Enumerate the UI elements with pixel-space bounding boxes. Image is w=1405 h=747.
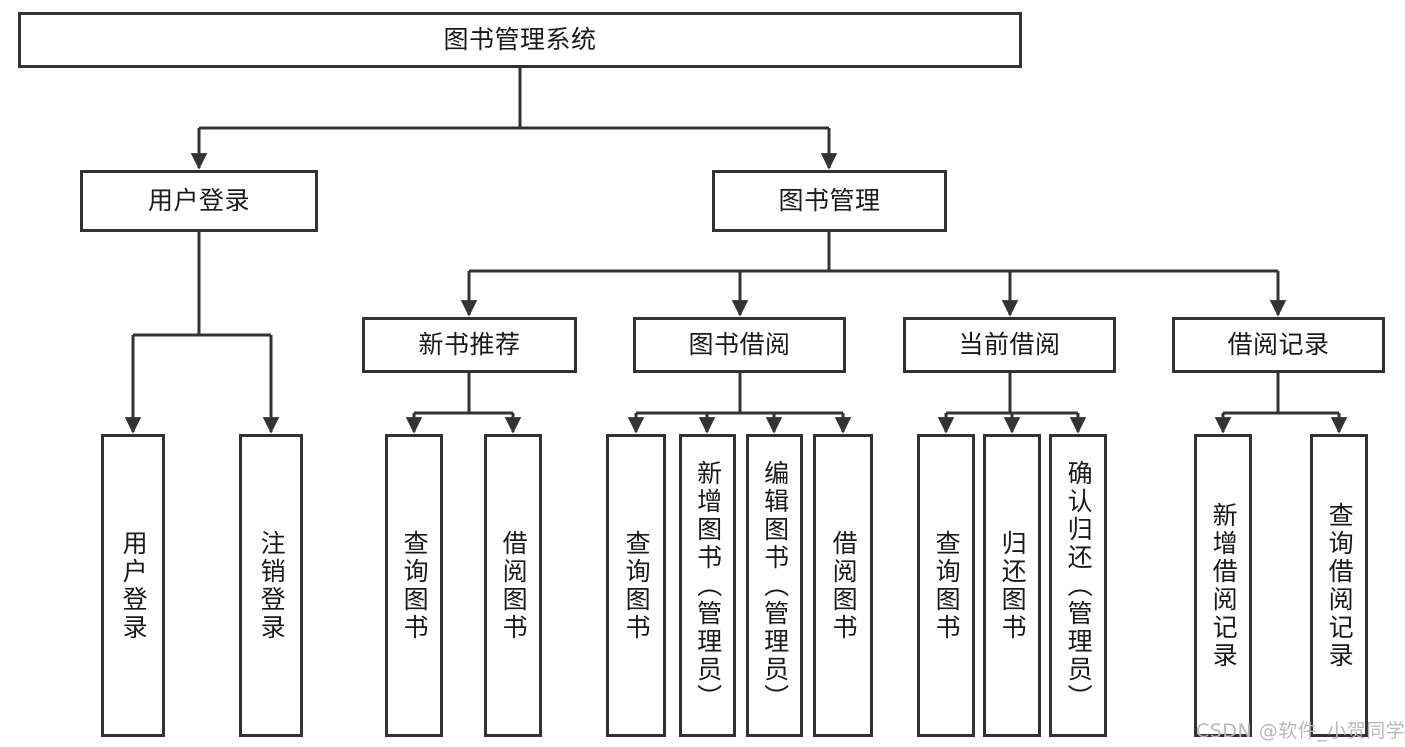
node-leaf-7[interactable]: 借阅图书 (813, 434, 873, 737)
node-leaf-2[interactable]: 查询图书 (385, 434, 443, 737)
node-leaf-1-label: 注销登录 (257, 529, 287, 642)
node-leaf-3-label: 借阅图书 (499, 529, 529, 642)
node-level3-1-label: 图书借阅 (688, 330, 791, 360)
node-leaf-11[interactable]: 新增借阅记录 (1194, 434, 1252, 737)
node-leaf-5-label: 新增图书（管理员） (693, 459, 723, 712)
node-root-label: 图书管理系统 (443, 25, 597, 55)
node-leaf-3[interactable]: 借阅图书 (484, 434, 542, 737)
node-leaf-7-label: 借阅图书 (829, 529, 859, 642)
node-level3-0-label: 新书推荐 (418, 330, 521, 360)
node-level3-1[interactable]: 图书借阅 (633, 317, 846, 373)
node-leaf-12[interactable]: 查询借阅记录 (1310, 434, 1368, 737)
node-leaf-8[interactable]: 查询图书 (917, 434, 975, 737)
node-level2-0-label: 用户登录 (147, 186, 250, 216)
node-level3-0[interactable]: 新书推荐 (362, 317, 577, 373)
node-leaf-9[interactable]: 归还图书 (983, 434, 1041, 737)
csdn-watermark: CSDN @软件_小贺同学 (1196, 720, 1405, 742)
node-leaf-2-label: 查询图书 (400, 529, 430, 642)
node-leaf-1[interactable]: 注销登录 (239, 434, 303, 737)
node-leaf-5[interactable]: 新增图书（管理员） (679, 434, 736, 737)
node-leaf-10-label: 确认归还（管理员） (1064, 459, 1094, 712)
node-leaf-9-label: 归还图书 (998, 529, 1028, 642)
node-level3-3-label: 借阅记录 (1227, 330, 1330, 360)
node-leaf-4[interactable]: 查询图书 (606, 434, 666, 737)
node-leaf-4-label: 查询图书 (622, 529, 652, 642)
node-level3-2[interactable]: 当前借阅 (903, 317, 1116, 373)
node-leaf-6[interactable]: 编辑图书（管理员） (746, 434, 803, 737)
node-leaf-8-label: 查询图书 (932, 529, 962, 642)
node-root[interactable]: 图书管理系统 (18, 12, 1022, 68)
node-leaf-11-label: 新增借阅记录 (1209, 501, 1239, 670)
node-leaf-12-label: 查询借阅记录 (1325, 501, 1355, 670)
node-leaf-0-label: 用户登录 (119, 529, 149, 642)
node-leaf-0[interactable]: 用户登录 (101, 434, 165, 737)
node-level2-1[interactable]: 图书管理 (712, 170, 947, 232)
node-leaf-10[interactable]: 确认归还（管理员） (1049, 434, 1107, 737)
node-level2-1-label: 图书管理 (778, 186, 881, 216)
node-leaf-6-label: 编辑图书（管理员） (760, 459, 790, 712)
node-level2-0[interactable]: 用户登录 (80, 170, 318, 232)
node-level3-2-label: 当前借阅 (958, 330, 1061, 360)
node-level3-3[interactable]: 借阅记录 (1172, 317, 1385, 373)
